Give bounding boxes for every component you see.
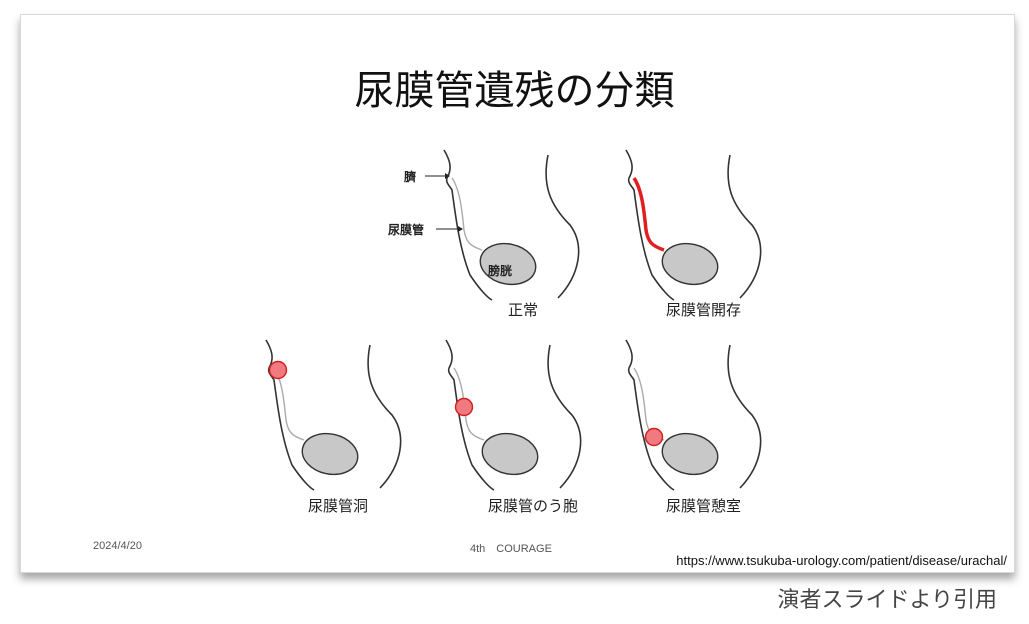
urachus-label: 尿膜管 xyxy=(388,223,425,237)
abdominal-wall xyxy=(625,339,675,491)
bladder-shape xyxy=(301,432,359,476)
bladder-shape xyxy=(661,242,719,286)
footer-date: 2024/4/20 xyxy=(93,540,142,552)
abdominal-wall xyxy=(625,149,675,301)
sinus-illustration xyxy=(265,339,402,491)
back-wall xyxy=(545,154,580,299)
bladder-shape xyxy=(479,242,537,286)
urachus-line xyxy=(273,367,305,441)
diverticulum-illustration xyxy=(625,339,762,491)
back-wall xyxy=(547,344,582,489)
abdominal-wall xyxy=(445,339,495,491)
citation-note: 演者スライドより引用 xyxy=(777,588,997,613)
back-wall xyxy=(367,344,402,489)
diagram-patent xyxy=(612,149,792,330)
slide-title: 尿膜管遺残の分類 xyxy=(354,68,675,114)
abdominal-wall xyxy=(265,339,315,491)
cyst-marker xyxy=(454,397,474,417)
caption-patent: 尿膜管開存 xyxy=(666,301,742,319)
cyst-marker xyxy=(268,360,288,380)
diagram-sinus xyxy=(252,339,432,520)
back-wall xyxy=(727,154,762,299)
cyst-marker xyxy=(644,427,664,447)
diagram-normal xyxy=(430,149,610,330)
normal-illustration xyxy=(443,149,580,301)
bladder-label: 膀胱 xyxy=(488,264,513,278)
patent-urachus-line xyxy=(632,177,665,252)
urachus-line xyxy=(451,177,483,251)
source-url: https://www.tsukuba-urology.com/patient/… xyxy=(676,553,1007,568)
diagram-cyst xyxy=(432,339,612,520)
caption-cyst: 尿膜管のう胞 xyxy=(488,497,579,515)
navel-label: 臍 xyxy=(404,170,417,184)
caption-normal: 正常 xyxy=(508,301,539,319)
back-wall xyxy=(727,344,762,489)
patent-illustration xyxy=(625,149,762,301)
footer-event: 4th COURAGE xyxy=(470,543,552,555)
urachus-line xyxy=(453,367,485,441)
caption-sinus: 尿膜管洞 xyxy=(308,497,369,515)
diagram-diverticulum xyxy=(612,339,792,520)
bladder-shape xyxy=(661,432,719,476)
abdominal-wall xyxy=(443,149,493,301)
bladder-shape xyxy=(481,432,539,476)
caption-diverticulum: 尿膜管憩室 xyxy=(666,497,742,515)
cyst-illustration xyxy=(445,339,582,491)
slide-frame xyxy=(20,14,1015,573)
